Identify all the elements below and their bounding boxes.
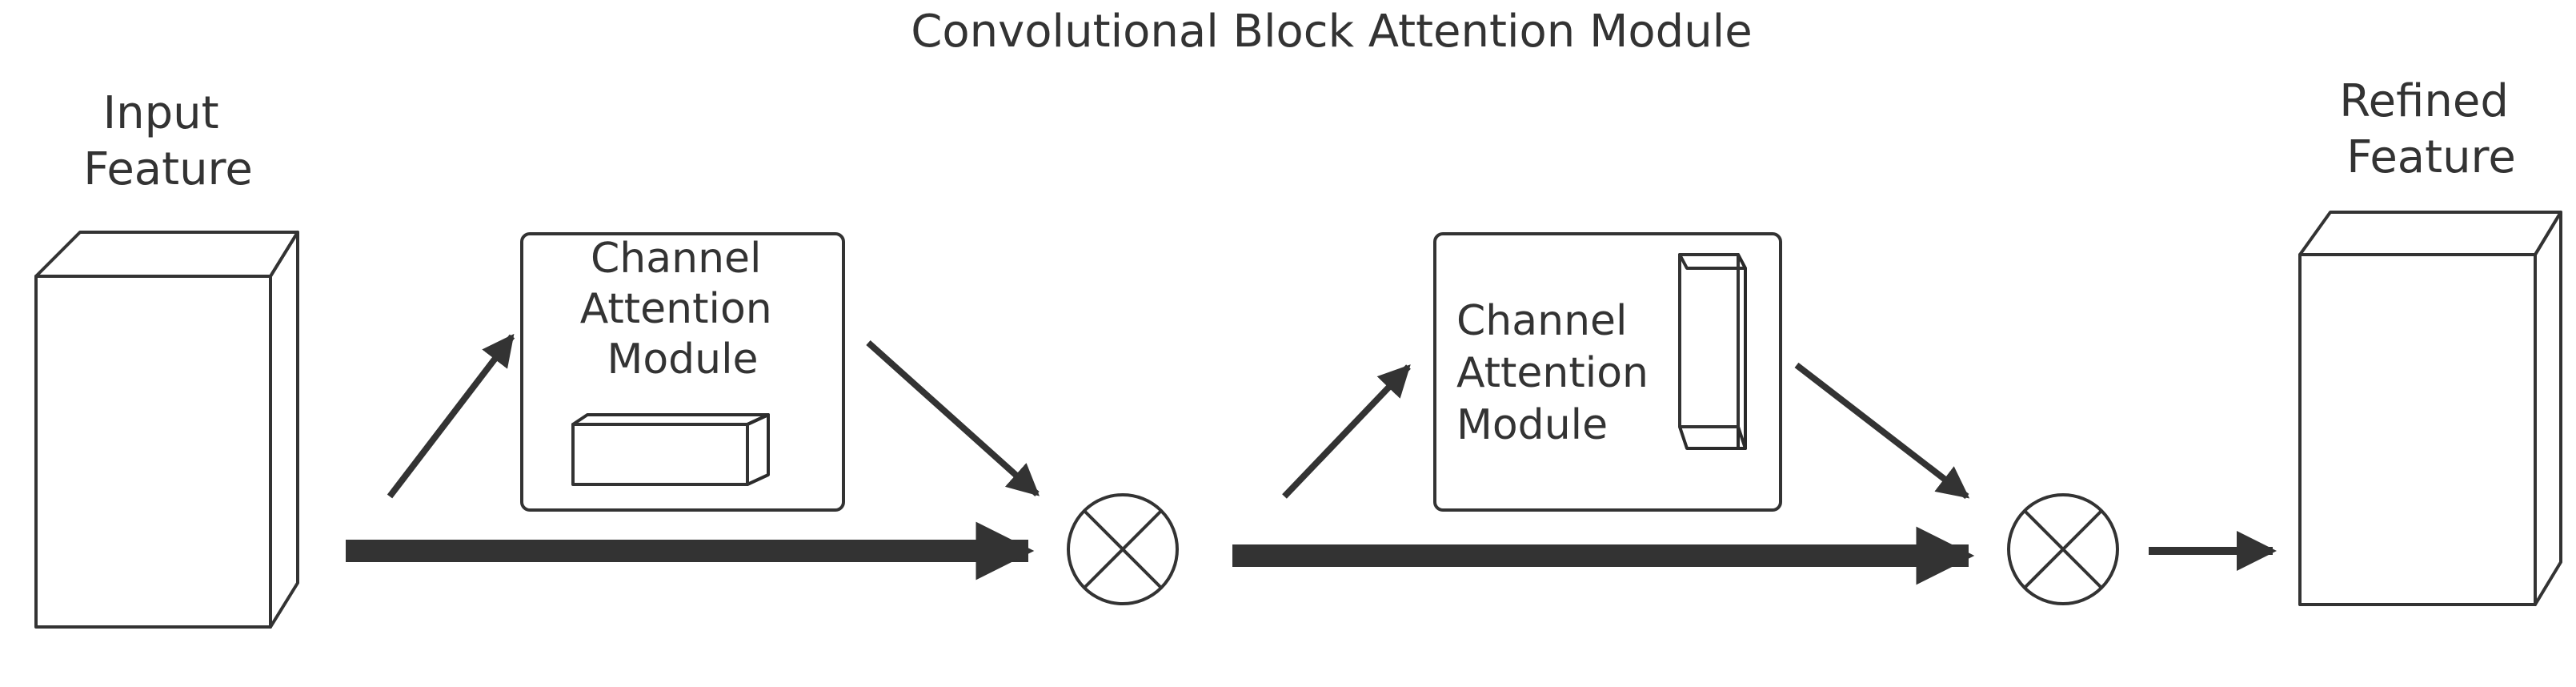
input-cube-top [34, 231, 299, 278]
multiply-icon [2007, 493, 2119, 605]
input-feature-cube [34, 231, 299, 629]
branch-arrow-to-module-1 [387, 333, 515, 499]
module2-channel-bar [1678, 253, 1747, 450]
module2-label: Channel Attention Module [1456, 297, 1662, 449]
input-cube-front [34, 275, 272, 629]
branch-arrow-to-module-2 [1282, 364, 1411, 499]
output-cube-top [2298, 211, 2562, 256]
branch-arrow-from-module-2 [1794, 362, 1970, 500]
refined-feature-cube [2298, 211, 2562, 606]
diagram-title: Convolutional Block Attention Module [911, 6, 1752, 58]
output-cube-front [2298, 253, 2537, 606]
multiply-icon [1067, 493, 1179, 605]
module1-channel-bar [571, 413, 770, 486]
branch-arrow-from-module-1 [866, 340, 1040, 496]
input-feature-label: Input Feature [83, 87, 253, 195]
module1-label: Channel Attention Module [580, 235, 786, 384]
channel-attention-module-2: Channel Attention Module [1433, 232, 1782, 512]
module1-box [520, 232, 845, 512]
output-cube-side [2534, 211, 2562, 606]
channel-attention-module-1: Channel Attention Module [520, 232, 845, 512]
refined-feature-label: Refined Feature [2339, 75, 2522, 183]
module2-box [1433, 232, 1782, 512]
input-cube-side [269, 231, 299, 629]
